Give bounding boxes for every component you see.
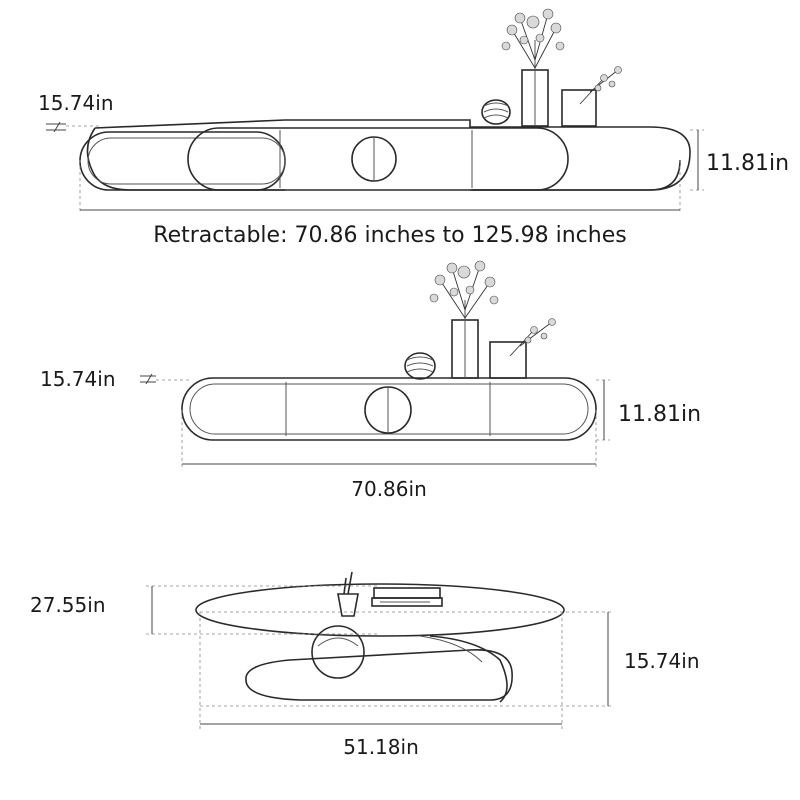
height-dimension-2 [596,379,610,441]
decor-vase-plant [501,8,565,127]
width-dimension-3 [199,612,563,730]
decor-books [371,587,443,607]
width-label-2: 70.86in [351,477,427,501]
decor-short-vase [561,66,622,127]
decor-sphere [311,625,365,679]
depth-label-2: 15.74in [40,367,116,391]
height-label-1: 11.81in [706,151,789,176]
decor-pen-cup [337,571,359,617]
width-label-3: 51.18in [343,735,419,759]
coffee-table-drawing: 27.55in 15.74in 51.18in [30,571,700,759]
width-dimension-2 [181,410,597,470]
tv-cabinet-retracted-drawing: 15.74in 11.81in 70.86in [40,260,701,501]
height-dimension-3 [146,585,380,635]
tv-cabinet-extended-drawing: 15.74in 11.81in Retractable: 70.86 inche… [38,8,789,248]
depth-dimension-2 [140,373,190,385]
height-label-2: 11.81in [618,402,701,427]
width-label-1: Retractable: 70.86 inches to 125.98 inch… [153,223,626,248]
width-dimension-1 [79,160,681,214]
height-label-3: 27.55in [30,593,106,617]
depth-dimension-3 [200,611,614,707]
depth-dimension-1 [46,121,100,133]
decor-vase-plant-2 [429,260,499,379]
decor-bowl [481,99,511,125]
depth-label-1: 15.74in [38,91,114,115]
depth-label-3: 15.74in [624,649,700,673]
decor-short-vase-2 [489,318,556,379]
height-dimension-1 [690,129,704,191]
decor-bowl-2 [404,352,436,380]
